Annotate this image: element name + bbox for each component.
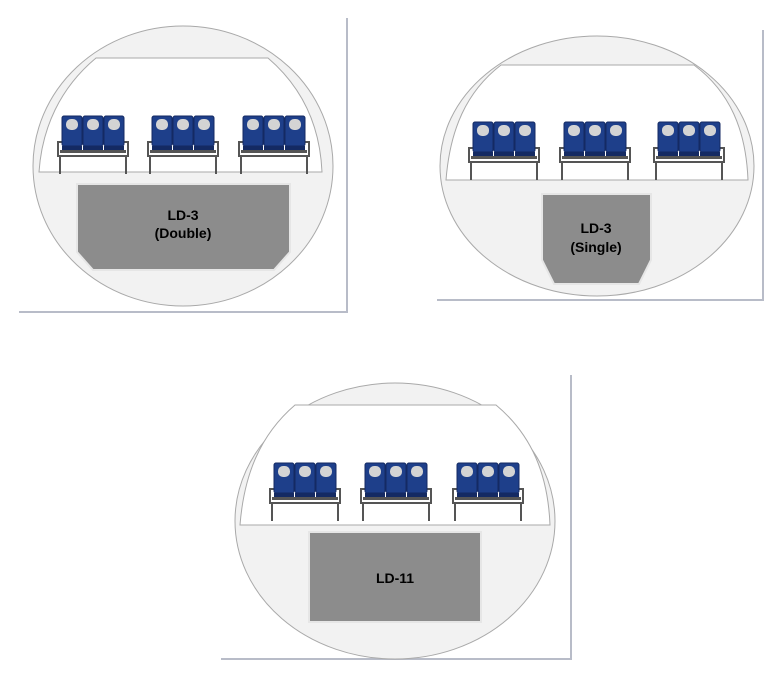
seat-cushion (386, 493, 406, 499)
seat-cushion (83, 146, 103, 152)
seat-headrest (610, 125, 622, 136)
seat-headrest (503, 466, 515, 477)
seat-base (656, 156, 722, 159)
seat-cushion (499, 493, 519, 499)
seat-cushion (173, 146, 193, 152)
seat-headrest (108, 119, 120, 130)
seat-cushion (243, 146, 263, 152)
seat-cushion (606, 152, 626, 158)
seat-base (363, 497, 429, 500)
seat-cushion (316, 493, 336, 499)
seat-headrest (390, 466, 402, 477)
seat-cushion (564, 152, 584, 158)
seat-headrest (177, 119, 189, 130)
seat-base (241, 150, 307, 153)
seat-headrest (568, 125, 580, 136)
seat-cushion (407, 493, 427, 499)
seat-headrest (198, 119, 210, 130)
container-label-line-1: LD-3 (167, 207, 198, 223)
seat-base (60, 150, 126, 153)
container-label-line-1: LD-11 (376, 570, 414, 586)
seat-headrest (482, 466, 494, 477)
cargo-container-ld3-single (541, 193, 652, 285)
seat-row (238, 115, 310, 174)
seat-row (452, 462, 524, 521)
passenger-cabin (38, 57, 323, 173)
cargo-container-ld3-double (76, 183, 291, 271)
seat-headrest (662, 125, 674, 136)
fuselage-diagram-ld3-single: LD-3 (Single) (437, 30, 764, 301)
seat-row (269, 462, 341, 521)
seat-cushion (274, 493, 294, 499)
seat-headrest (498, 125, 510, 136)
seat-headrest (268, 119, 280, 130)
seat-cushion (295, 493, 315, 499)
seat-cushion (515, 152, 535, 158)
seat-headrest (704, 125, 716, 136)
seat-base (150, 150, 216, 153)
cross-section-panel-ld3-single: LD-3 (Single) (436, 30, 764, 302)
seat-row (559, 121, 631, 180)
cargo-container-ld11 (308, 531, 482, 623)
seat-headrest (247, 119, 259, 130)
seat-row (468, 121, 540, 180)
seat-headrest (320, 466, 332, 477)
seat-headrest (66, 119, 78, 130)
seat-cushion (473, 152, 493, 158)
seat-cushion (658, 152, 678, 158)
cross-section-panel-ld3-double: LD-3 (Double) (18, 18, 348, 314)
seat-base (562, 156, 628, 159)
seat-cushion (585, 152, 605, 158)
seat-cushion (104, 146, 124, 152)
seat-row (57, 115, 129, 174)
seat-headrest (87, 119, 99, 130)
seat-headrest (411, 466, 423, 477)
seat-cushion (62, 146, 82, 152)
seat-cushion (365, 493, 385, 499)
seat-headrest (477, 125, 489, 136)
cross-section-panel-ld11: LD-11 (220, 375, 572, 661)
seat-headrest (461, 466, 473, 477)
seat-base (455, 497, 521, 500)
seat-headrest (519, 125, 531, 136)
container-label-line-2: (Double) (155, 225, 212, 241)
seat-cushion (494, 152, 514, 158)
seat-cushion (478, 493, 498, 499)
seat-headrest (278, 466, 290, 477)
container-label-line-2: (Single) (570, 239, 621, 255)
seat-headrest (299, 466, 311, 477)
seat-cushion (457, 493, 477, 499)
seat-cushion (152, 146, 172, 152)
seat-headrest (289, 119, 301, 130)
fuselage-diagram-ld11: LD-11 (221, 375, 572, 660)
seat-base (272, 497, 338, 500)
seat-cushion (194, 146, 214, 152)
container-label-line-1: LD-3 (580, 220, 611, 236)
seat-cushion (679, 152, 699, 158)
fuselage-diagram-ld3-double: LD-3 (Double) (19, 18, 348, 313)
seat-row (360, 462, 432, 521)
seat-headrest (683, 125, 695, 136)
seat-cushion (264, 146, 284, 152)
seat-headrest (156, 119, 168, 130)
seat-cushion (700, 152, 720, 158)
seat-row (653, 121, 725, 180)
seat-base (471, 156, 537, 159)
seat-headrest (589, 125, 601, 136)
seat-cushion (285, 146, 305, 152)
seat-row (147, 115, 219, 174)
seat-headrest (369, 466, 381, 477)
